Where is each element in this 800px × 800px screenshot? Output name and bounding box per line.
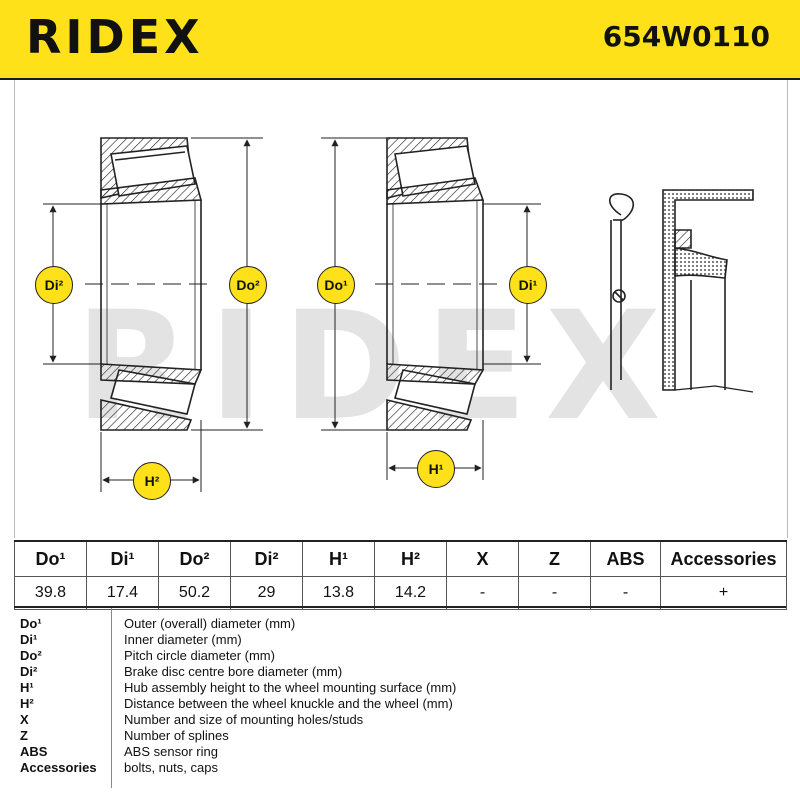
value-do1: 39.8 bbox=[14, 576, 87, 610]
legend-panel: Do¹ Outer (overall) diameter (mm) Di¹ Inne… bbox=[14, 606, 786, 788]
label-left-do2: Do² bbox=[229, 266, 267, 304]
legend-desc: Number of splines bbox=[124, 728, 229, 743]
left-bearing bbox=[85, 137, 215, 431]
header-h2: H² bbox=[374, 540, 447, 577]
legend-divider bbox=[111, 608, 112, 788]
value-di2: 29 bbox=[230, 576, 303, 610]
header-do2: Do² bbox=[158, 540, 231, 577]
label-left-di2: Di² bbox=[35, 266, 73, 304]
brand-logo: RIDEX bbox=[26, 10, 204, 64]
label-right-do1: Do¹ bbox=[317, 266, 355, 304]
legend-code: Do¹ bbox=[20, 616, 42, 631]
legend-desc: Number and size of mounting holes/studs bbox=[124, 712, 364, 727]
right-dimensions bbox=[321, 137, 541, 480]
technical-diagram: RIDEX bbox=[14, 80, 788, 538]
legend-code: X bbox=[20, 712, 29, 727]
header-di2: Di² bbox=[230, 540, 303, 577]
header-x: X bbox=[446, 540, 519, 577]
value-accessories: + bbox=[660, 576, 787, 610]
value-x: - bbox=[446, 576, 519, 610]
legend-desc: Outer (overall) diameter (mm) bbox=[124, 616, 296, 631]
legend-desc: Pitch circle diameter (mm) bbox=[124, 648, 275, 663]
value-abs: - bbox=[590, 576, 661, 610]
spec-header-row: Do¹ Di¹ Do² Di² H¹ H² X Z ABS Accessorie… bbox=[14, 540, 787, 577]
value-di1: 17.4 bbox=[86, 576, 159, 610]
legend-code: ABS bbox=[20, 744, 48, 759]
label-left-h2: H² bbox=[133, 462, 171, 500]
header-accessories: Accessories bbox=[660, 540, 787, 577]
header-di1: Di¹ bbox=[86, 540, 159, 577]
value-do2: 50.2 bbox=[158, 576, 231, 610]
legend-desc: Hub assembly height to the wheel mountin… bbox=[124, 680, 457, 695]
bearing-drawing bbox=[43, 137, 754, 492]
legend-code: H¹ bbox=[20, 680, 34, 695]
label-right-h1: H¹ bbox=[417, 450, 455, 488]
cotter-pin bbox=[608, 193, 635, 390]
label-right-di1: Di¹ bbox=[509, 266, 547, 304]
legend-desc: Brake disc centre bore diameter (mm) bbox=[124, 664, 343, 679]
header-do1: Do¹ bbox=[14, 540, 87, 577]
header-z: Z bbox=[518, 540, 591, 577]
spec-table: Do¹ Di¹ Do² Di² H¹ H² X Z ABS Accessorie… bbox=[14, 540, 787, 610]
header-bar: RIDEX 654W0110 bbox=[0, 0, 800, 80]
legend-code: Do² bbox=[20, 648, 42, 663]
legend-code: H² bbox=[20, 696, 34, 711]
value-h2: 14.2 bbox=[374, 576, 447, 610]
header-abs: ABS bbox=[590, 540, 661, 577]
spec-value-row: 39.8 17.4 50.2 29 13.8 14.2 - - - + bbox=[14, 576, 787, 610]
legend-code: Di¹ bbox=[20, 632, 38, 647]
legend-desc: bolts, nuts, caps bbox=[124, 760, 218, 775]
header-h1: H¹ bbox=[302, 540, 375, 577]
value-z: - bbox=[518, 576, 591, 610]
legend-desc: Distance between the wheel knuckle and t… bbox=[124, 696, 453, 711]
legend-code: Di² bbox=[20, 664, 38, 679]
legend-desc: Inner diameter (mm) bbox=[124, 632, 242, 647]
right-bearing bbox=[375, 137, 505, 431]
legend-code: Z bbox=[20, 728, 28, 743]
part-number: 654W0110 bbox=[602, 20, 770, 53]
seal-ring bbox=[662, 189, 754, 393]
value-h1: 13.8 bbox=[302, 576, 375, 610]
legend-desc: ABS sensor ring bbox=[124, 744, 218, 759]
legend-code: Accessories bbox=[20, 760, 97, 775]
